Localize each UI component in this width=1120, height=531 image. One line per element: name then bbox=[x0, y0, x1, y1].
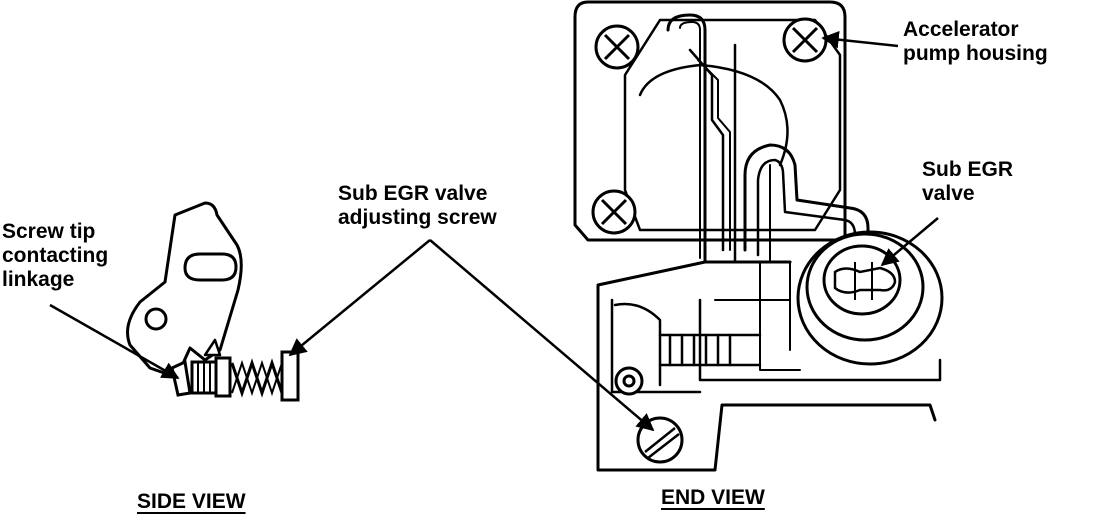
label-adjusting-screw: Sub EGR valve adjusting screw bbox=[338, 182, 497, 229]
leader-adjusting-screw-end bbox=[429, 239, 655, 432]
leader-screw-tip bbox=[49, 303, 180, 380]
body-fastener bbox=[614, 366, 644, 396]
sub-egr-valve-body bbox=[796, 230, 944, 366]
side-view-adjusting-screw bbox=[170, 350, 300, 402]
label-screw-tip: Screw tip contacting linkage bbox=[2, 220, 109, 291]
label-sub-egr-valve: Sub EGR valve bbox=[922, 158, 1014, 205]
end-view-carburetor bbox=[573, 0, 942, 472]
screw-top-left bbox=[594, 24, 640, 70]
caption-side-view: SIDE VIEW bbox=[137, 490, 246, 513]
label-accelerator-pump-housing: Accelerator pump housing bbox=[903, 18, 1048, 65]
side-view-linkage bbox=[126, 201, 243, 377]
leader-sub-egr-valve bbox=[880, 217, 939, 267]
screw-top-right bbox=[782, 17, 828, 63]
leader-accelerator-pump bbox=[821, 30, 899, 49]
adjusting-screw-head bbox=[636, 416, 684, 464]
leader-lines bbox=[49, 30, 939, 432]
screw-bottom-left bbox=[591, 189, 637, 235]
caption-end-view: END VIEW bbox=[661, 486, 765, 509]
leader-adjusting-screw-side bbox=[288, 239, 431, 357]
flange-screws bbox=[591, 17, 828, 235]
